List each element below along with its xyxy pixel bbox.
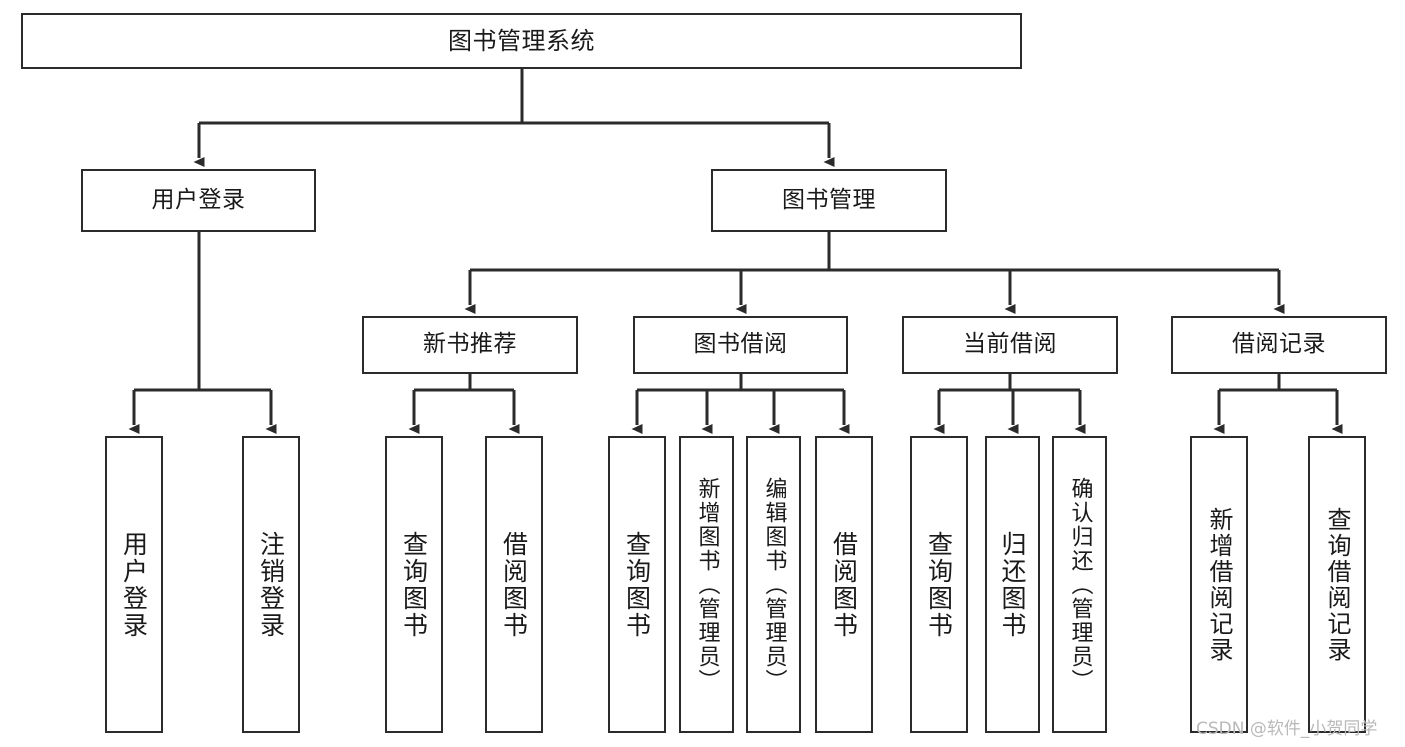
node-label: 借阅图书 (499, 530, 529, 639)
node-label: 查询图书 (622, 530, 652, 639)
node-label: 查询借阅记录 (1323, 506, 1351, 663)
node-label: 注销登录 (256, 530, 286, 639)
node-label: 查询图书 (399, 530, 429, 639)
node-label: 图书借阅 (693, 331, 788, 358)
node-leaf-query-book-bor[interactable]: 查询图书 (608, 436, 666, 733)
node-leaf-query-book-cur[interactable]: 查询图书 (910, 436, 968, 733)
node-label: 用户登录 (119, 530, 149, 639)
node-borrow-record[interactable]: 借阅记录 (1171, 316, 1387, 374)
node-label: 当前借阅 (963, 331, 1057, 358)
node-leaf-confirm-return[interactable]: 确认归还（管理员） (1052, 436, 1107, 733)
node-label: 借阅记录 (1232, 331, 1326, 358)
node-book-management[interactable]: 图书管理 (711, 169, 947, 232)
node-label: 归还图书 (998, 530, 1027, 639)
node-label: 用户登录 (151, 186, 246, 213)
node-leaf-add-book[interactable]: 新增图书（管理员） (679, 436, 734, 733)
node-label: 图书管理 (782, 186, 876, 213)
node-label: 确认归还（管理员） (1067, 476, 1093, 693)
node-user-login[interactable]: 用户登录 (81, 169, 316, 232)
node-label: 查询图书 (924, 530, 954, 639)
node-current-borrow[interactable]: 当前借阅 (902, 316, 1118, 374)
node-label: 借阅图书 (829, 530, 859, 639)
csdn-watermark: CSDN @软件_小贺同学 (1196, 719, 1378, 739)
node-leaf-user-login[interactable]: 用户登录 (105, 436, 163, 733)
node-label: 编辑图书（管理员） (761, 476, 787, 693)
node-label: 新增借阅记录 (1205, 506, 1233, 663)
node-leaf-borrow-book-rec[interactable]: 借阅图书 (485, 436, 543, 733)
node-label: 图书管理系统 (448, 26, 595, 55)
node-leaf-return-book[interactable]: 归还图书 (985, 436, 1040, 733)
node-label: 新书推荐 (423, 331, 517, 358)
node-leaf-borrow-book-bor[interactable]: 借阅图书 (815, 436, 873, 733)
node-book-borrow[interactable]: 图书借阅 (633, 316, 848, 374)
node-leaf-query-book-rec[interactable]: 查询图书 (385, 436, 443, 733)
node-leaf-query-record[interactable]: 查询借阅记录 (1308, 436, 1366, 733)
node-leaf-edit-book[interactable]: 编辑图书（管理员） (746, 436, 801, 733)
node-leaf-add-record[interactable]: 新增借阅记录 (1190, 436, 1248, 733)
node-leaf-logout[interactable]: 注销登录 (242, 436, 300, 733)
node-root-system[interactable]: 图书管理系统 (21, 13, 1022, 69)
node-new-book-recommend[interactable]: 新书推荐 (362, 316, 578, 374)
node-label: 新增图书（管理员） (694, 476, 720, 693)
